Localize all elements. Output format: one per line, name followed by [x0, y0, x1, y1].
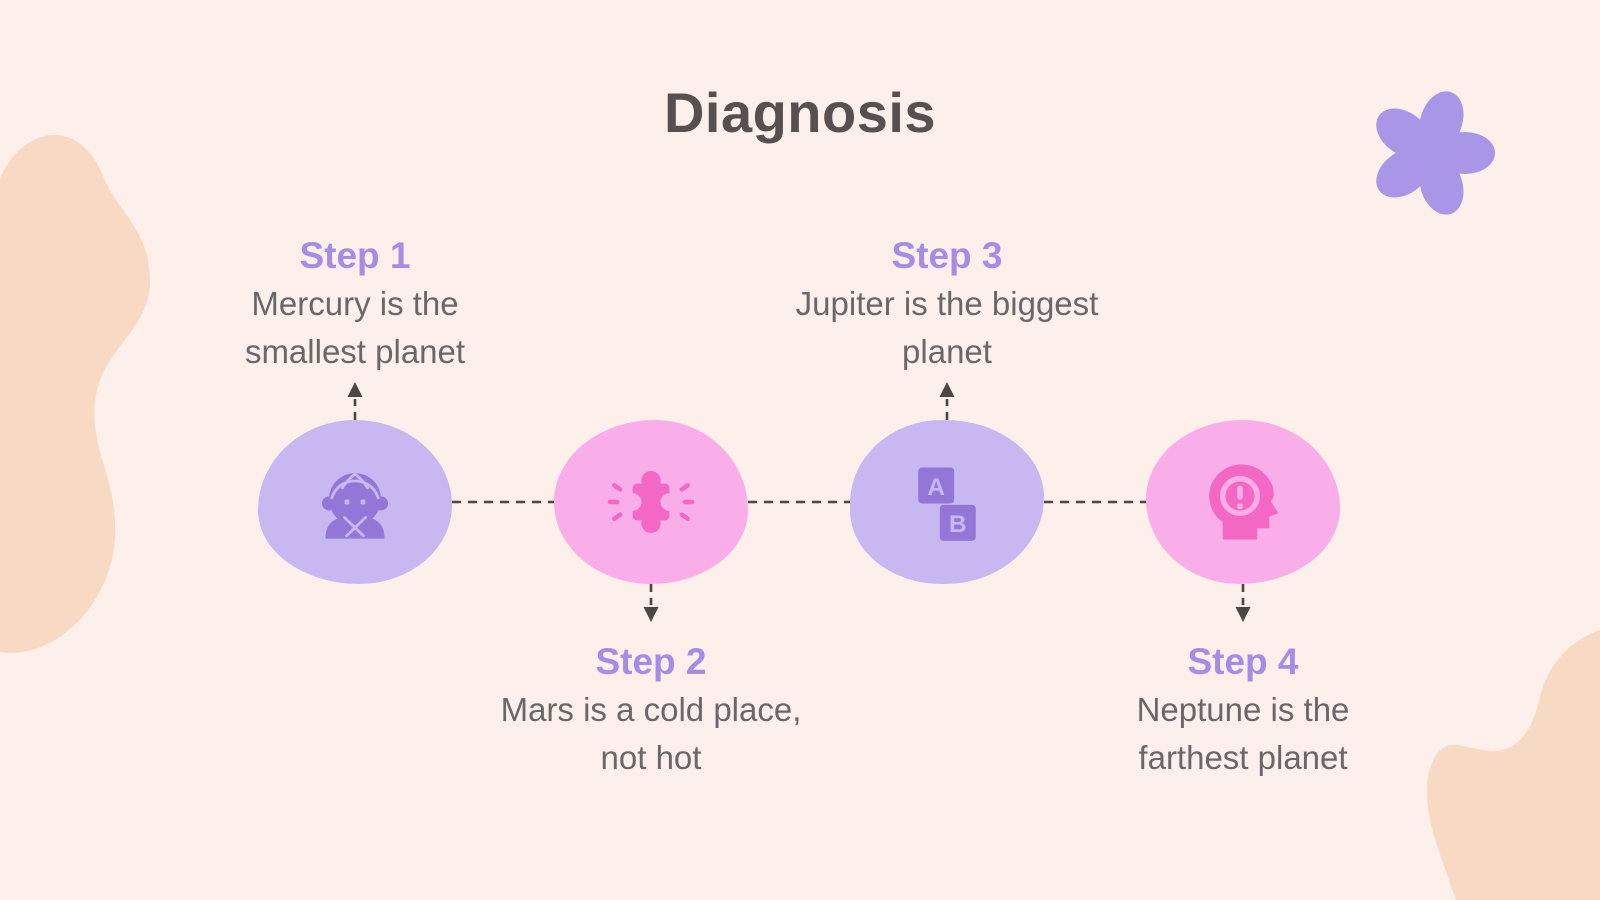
- step-1-text: Step 1 Mercury is the smallest planet: [190, 234, 520, 376]
- step-4-text: Step 4 Neptune is the farthest planet: [1078, 640, 1408, 782]
- step-3-label: Step 3: [891, 235, 1003, 276]
- step-2-label: Step 2: [595, 641, 707, 682]
- step-2-circle: [554, 420, 748, 584]
- step-3-description: Jupiter is the biggest planet: [795, 285, 1099, 370]
- slide-title: Diagnosis: [663, 81, 937, 144]
- woman-avatar-icon: [321, 472, 389, 539]
- arrow-up-icon: [347, 382, 955, 420]
- step-1-label: Step 1: [299, 235, 411, 276]
- bottom-right-blob-shape: [1426, 630, 1600, 900]
- step-2-text: Step 2 Mars is a cold place, not hot: [486, 640, 816, 782]
- step-4-circle: [1146, 420, 1340, 584]
- block-letter-a: A: [927, 474, 945, 501]
- block-letter-b: B: [949, 511, 967, 538]
- flower-icon: [1376, 91, 1495, 215]
- step-4-label: Step 4: [1187, 641, 1299, 682]
- step-2-description: Mars is a cold place, not hot: [500, 691, 802, 776]
- left-blob-shape: [0, 134, 151, 653]
- step-3-circle: A B: [850, 420, 1044, 584]
- puzzle-piece-icon: [607, 471, 695, 533]
- head-alert-icon: [1209, 464, 1279, 540]
- ab-blocks-icon: A B: [918, 467, 976, 541]
- step-4-description: Neptune is the farthest planet: [1136, 691, 1350, 776]
- step-3-text: Step 3 Jupiter is the biggest planet: [782, 234, 1112, 376]
- step-1-description: Mercury is the smallest planet: [244, 285, 466, 370]
- step-1-circle: [258, 420, 452, 584]
- arrow-down-icon: [643, 584, 1251, 622]
